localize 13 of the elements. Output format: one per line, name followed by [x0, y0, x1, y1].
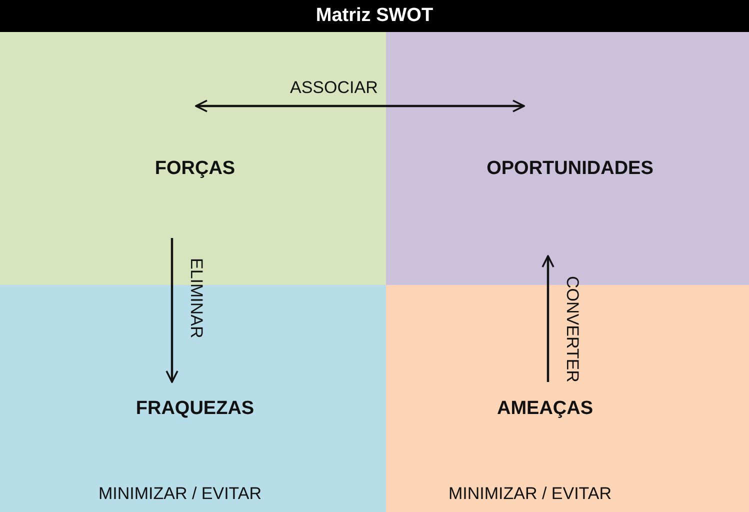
title-bar: Matriz SWOT — [0, 0, 749, 32]
arrow — [195, 100, 525, 112]
strategy-note: MINIMIZAR / EVITAR — [447, 484, 613, 504]
arrow — [166, 238, 178, 383]
edge-label: ASSOCIAR — [290, 78, 378, 98]
edge-label: ELIMINAR — [186, 258, 206, 338]
arrow — [542, 255, 554, 382]
strategy-note: MINIMIZAR / EVITAR — [97, 484, 263, 504]
quadrant-heading: FORÇAS — [154, 158, 236, 180]
edge-label: CONVERTER — [562, 276, 582, 382]
quadrant-heading: FRAQUEZAS — [134, 398, 256, 420]
quadrant-heading: AMEAÇAS — [496, 398, 594, 420]
quadrant-heading: OPORTUNIDADES — [486, 158, 654, 180]
